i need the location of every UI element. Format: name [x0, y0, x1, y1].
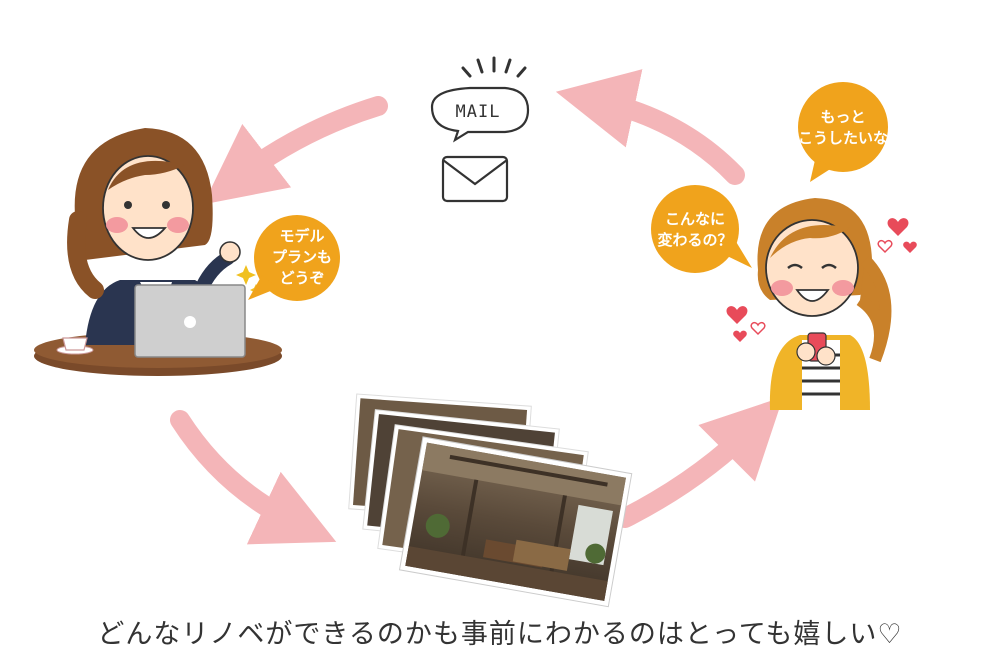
- left-speech-bubble: モデル プランも どうぞ: [248, 215, 340, 301]
- right-mid-line1: こんなに: [665, 210, 725, 228]
- arrow-photos-to-right: [625, 425, 755, 518]
- right-speech-bubble-mid: こんなに 変わるの？: [651, 185, 752, 273]
- mail-icon: MAIL: [432, 58, 528, 201]
- arrow-left-to-photos: [180, 420, 300, 525]
- arrow-mail-to-left: [235, 106, 378, 180]
- left-bubble-line1: モデル: [279, 227, 324, 245]
- left-bubble-line2: プランも: [272, 248, 332, 266]
- renovation-photo-front: [400, 437, 632, 607]
- arrow-right-to-mail: [595, 100, 735, 175]
- bottom-caption: どんなリノベができるのかも事前にわかるのはとっても嬉しい♡: [0, 612, 1000, 651]
- right-top-line1: もっと: [820, 108, 865, 126]
- renovation-photo-stack: [349, 394, 632, 607]
- customer-woman-illustration: [727, 198, 917, 410]
- right-top-line2: こうしたいな: [798, 129, 888, 147]
- right-speech-bubble-top: もっと こうしたいな: [798, 82, 888, 182]
- left-bubble-line3: どうぞ: [279, 269, 324, 287]
- right-mid-line2: 変わるの？: [657, 231, 732, 249]
- mail-label: MAIL: [456, 102, 501, 122]
